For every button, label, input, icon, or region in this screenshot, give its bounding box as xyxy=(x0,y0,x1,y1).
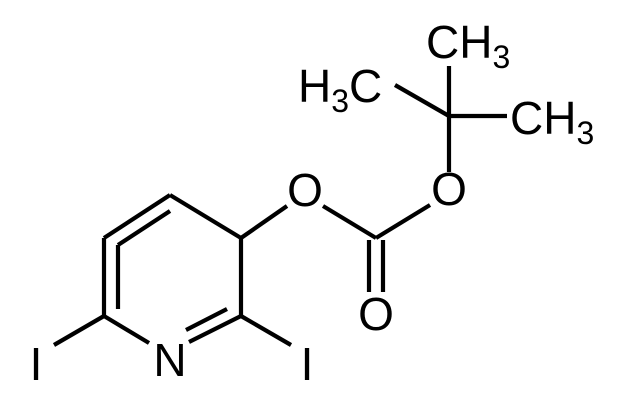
pyridine-ring xyxy=(52,193,293,347)
ring-bond-c6-n1 xyxy=(102,314,151,345)
methyl-top-label: CH3 xyxy=(426,16,510,75)
ring-bond-n1-c2-outer xyxy=(188,314,242,344)
ring-bond-c4-c5-outer xyxy=(102,193,172,240)
ring-bond-n1-c2-inner xyxy=(185,307,228,332)
carbonate-group xyxy=(239,203,432,292)
ester-oxygen-left-label: O xyxy=(287,164,323,216)
iodine-right-label: I xyxy=(301,338,314,390)
methyl-left-label: H3C xyxy=(298,60,382,119)
methyl-right-label: CH3 xyxy=(510,92,594,151)
tert-butyl-group xyxy=(393,66,507,172)
bond-quaternary-to-methyl-left xyxy=(393,83,451,118)
bond-c2-to-iodine xyxy=(239,314,293,347)
bond-oxygen-left-to-ring xyxy=(239,204,289,240)
ring-bond-c3-c4 xyxy=(168,193,243,240)
ring-nitrogen-label: N xyxy=(153,334,186,386)
bond-c6-to-iodine xyxy=(52,314,106,347)
iodine-left-label: I xyxy=(30,338,43,390)
ring-bond-c4-c5-inner xyxy=(116,209,172,247)
bond-oxygen-right-to-carbonyl-carbon xyxy=(374,203,432,240)
ester-oxygen-right-label: O xyxy=(431,163,467,215)
carbonyl-oxygen-label: O xyxy=(358,288,394,340)
bond-carbonyl-carbon-to-oxygen-left xyxy=(321,204,378,240)
